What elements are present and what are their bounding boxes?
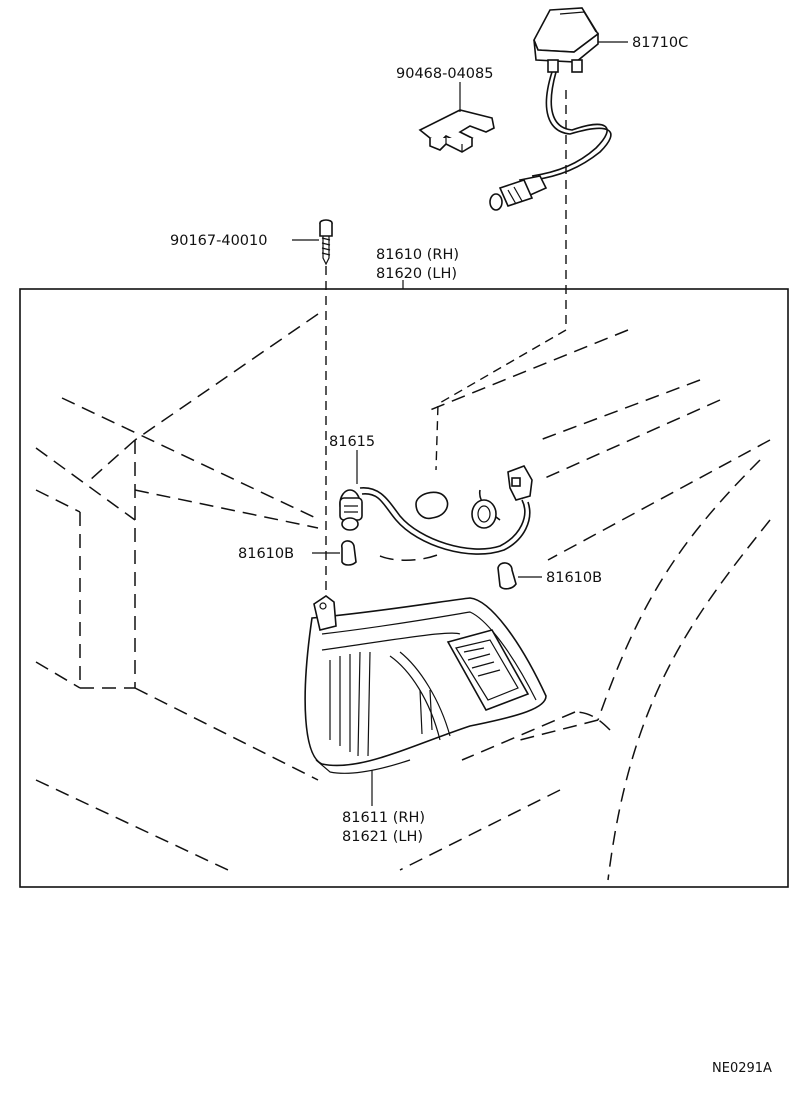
label-bulb-left: 81610B: [238, 546, 294, 562]
label-bulb-right: 81610B: [546, 570, 602, 586]
label-screw: 90167-40010: [170, 233, 268, 249]
label-lens-lh: 81621 (LH): [342, 829, 423, 845]
label-clip: 90468-04085: [396, 66, 494, 82]
bulb-right-part: [497, 562, 517, 590]
clip-part: [418, 109, 495, 153]
socket-part: [339, 489, 363, 531]
lens-part: [304, 595, 547, 774]
switch-wire: [531, 71, 612, 181]
label-socket: 81615: [329, 434, 375, 450]
label-lamp-assy-rh: 81610 (RH): [376, 247, 459, 263]
bulb-left-part: [341, 540, 357, 566]
switch-part: [533, 7, 600, 73]
label-lens-rh: 81611 (RH): [342, 810, 425, 826]
second-socket: [471, 499, 497, 529]
label-switch: 81710C: [632, 35, 688, 51]
grommet-part: [415, 491, 449, 520]
diagram-code: NE0291A: [712, 1061, 772, 1076]
body-outline: [35, 313, 771, 881]
screw-part: [319, 219, 333, 266]
wire-connector: [489, 175, 548, 211]
label-lamp-assy-lh: 81620 (LH): [376, 266, 457, 282]
connector-plug: [507, 465, 533, 501]
switch-dash-line: [435, 90, 567, 471]
assembly-frame: [19, 288, 789, 888]
